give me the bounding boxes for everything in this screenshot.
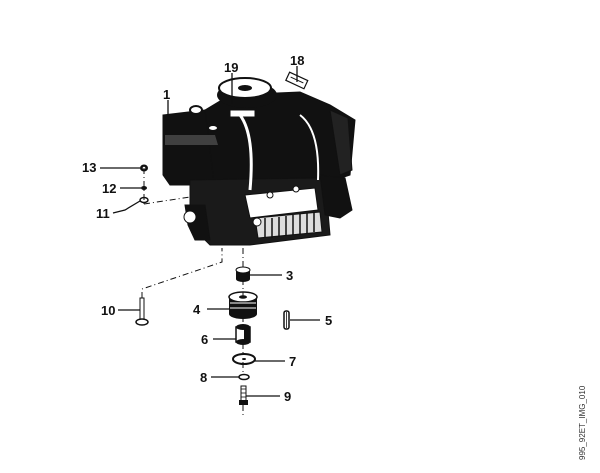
callout-3: 3 xyxy=(286,268,294,283)
part-8-lock-washer xyxy=(238,373,250,381)
callout-10: 10 xyxy=(101,303,116,318)
callout-5: 5 xyxy=(325,313,333,328)
part-4-pulley xyxy=(228,291,258,319)
oil-cap xyxy=(189,105,203,115)
part-6-spacer xyxy=(235,324,251,345)
callout-11: 11 xyxy=(96,206,110,221)
callout-6: 6 xyxy=(201,332,209,347)
part-12 xyxy=(141,186,147,190)
callout-1: 1 xyxy=(163,87,171,102)
callout-13: 13 xyxy=(82,160,97,175)
callout-9: 9 xyxy=(284,389,292,404)
part-9-bolt xyxy=(239,385,248,405)
part-10-bolt xyxy=(135,297,149,326)
callout-12: 12 xyxy=(102,181,117,196)
image-code: 995_92ET_IMG_010 xyxy=(578,385,587,460)
callout-4: 4 xyxy=(193,302,201,317)
callout-8: 8 xyxy=(200,370,208,385)
callout-18: 18 xyxy=(290,53,305,68)
callout-7: 7 xyxy=(289,354,297,369)
part-5-pin xyxy=(283,310,290,330)
callout-19: 19 xyxy=(224,60,239,75)
leader-lines xyxy=(100,66,320,397)
